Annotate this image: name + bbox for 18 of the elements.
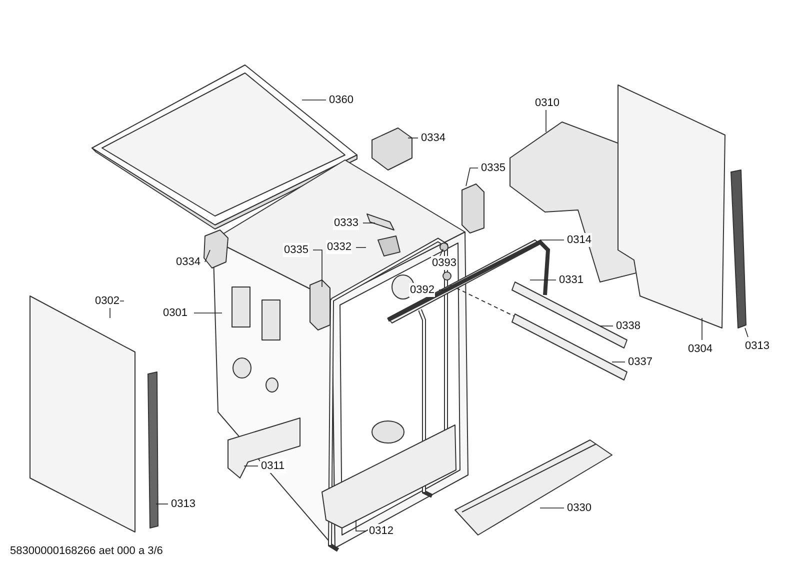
leader-line <box>744 328 748 338</box>
callout-number: 0393 <box>431 256 458 270</box>
callout-number: 0314 <box>566 233 592 247</box>
callout-number: 0392 <box>409 283 436 297</box>
leader-line <box>362 222 376 224</box>
leader-line <box>440 248 444 256</box>
callout-number: 0335 <box>283 243 310 257</box>
callout-number: 0311 <box>260 459 286 473</box>
callout-number: 0302 <box>94 294 120 308</box>
callout-number: 0333 <box>333 216 360 230</box>
callout-number: 0332 <box>326 240 352 254</box>
leader-line <box>356 247 366 248</box>
leader-line <box>204 250 210 262</box>
leader-line <box>194 312 222 314</box>
leader-line <box>356 520 366 532</box>
leader-line <box>312 250 322 288</box>
leader-line <box>466 168 478 186</box>
drawing-reference-number: 58300000168266 aet 000 a 3/6 <box>10 544 163 559</box>
